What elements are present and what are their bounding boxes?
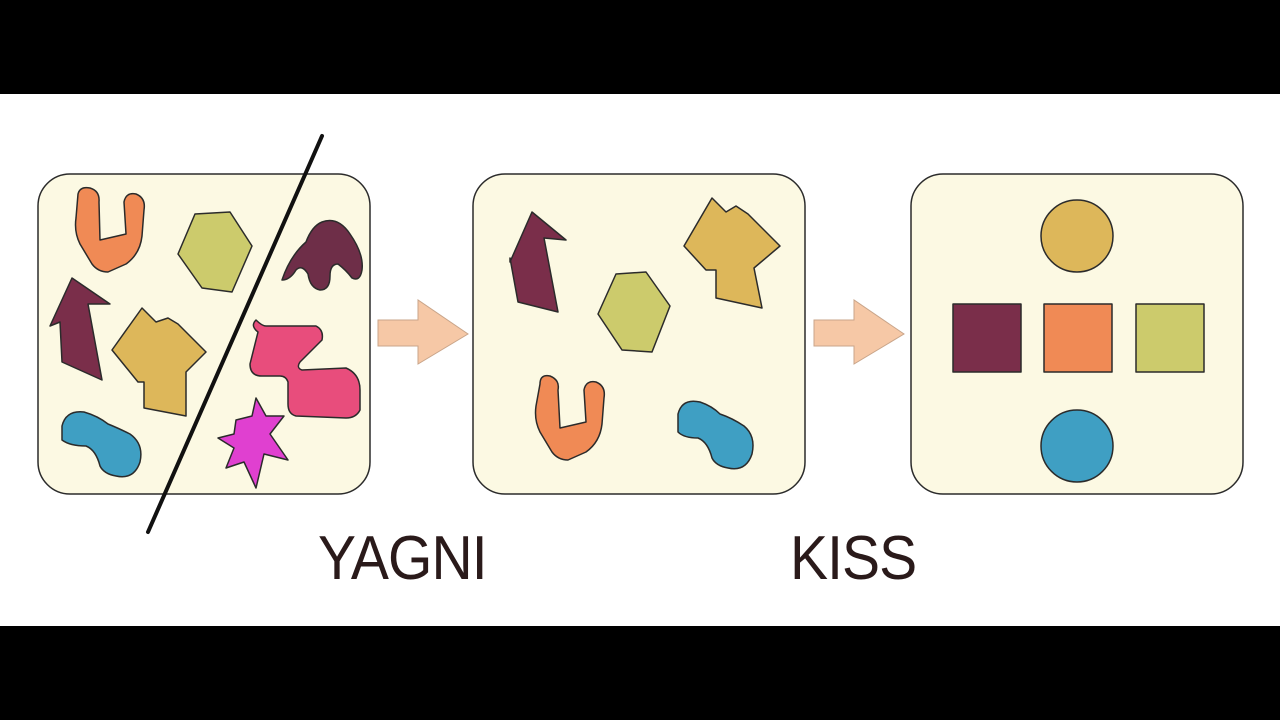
panel-reduced bbox=[472, 173, 806, 495]
orange-square-shape bbox=[1043, 303, 1113, 373]
maroon-arrow-shape bbox=[509, 211, 567, 313]
orange-u-shape bbox=[534, 374, 606, 461]
label-yagni: YAGNI bbox=[318, 524, 488, 593]
pink-zigzag-shape bbox=[249, 319, 361, 419]
olive-square-shape bbox=[1135, 303, 1205, 373]
panel-messy bbox=[37, 134, 371, 534]
magenta-star-shape bbox=[217, 397, 289, 489]
mustard-puzzle-shape bbox=[111, 307, 207, 417]
olive-hexagon-shape bbox=[597, 271, 671, 353]
blue-bone-shape bbox=[61, 411, 142, 478]
blue-bone-shape bbox=[677, 400, 754, 470]
cut-line bbox=[146, 134, 324, 534]
letterbox-top bbox=[0, 0, 1280, 94]
olive-hexagon-shape bbox=[177, 211, 253, 293]
diagram-svg bbox=[37, 134, 1244, 534]
right-arrow-icon bbox=[377, 299, 469, 365]
orange-u-shape bbox=[74, 186, 146, 273]
right-arrow-icon bbox=[813, 299, 905, 365]
plum-wave-shape bbox=[281, 219, 363, 291]
mustard-puzzle-shape bbox=[683, 197, 781, 309]
letterbox-bottom bbox=[0, 626, 1280, 720]
maroon-square-shape bbox=[952, 303, 1022, 373]
label-kiss: KISS bbox=[790, 524, 917, 593]
maroon-arrow-shape bbox=[49, 277, 111, 381]
panel-simplified bbox=[910, 173, 1244, 495]
diagram-canvas: YAGNI KISS bbox=[0, 94, 1280, 626]
mustard-circle-shape bbox=[1040, 199, 1114, 273]
blue-circle-shape bbox=[1040, 409, 1114, 483]
